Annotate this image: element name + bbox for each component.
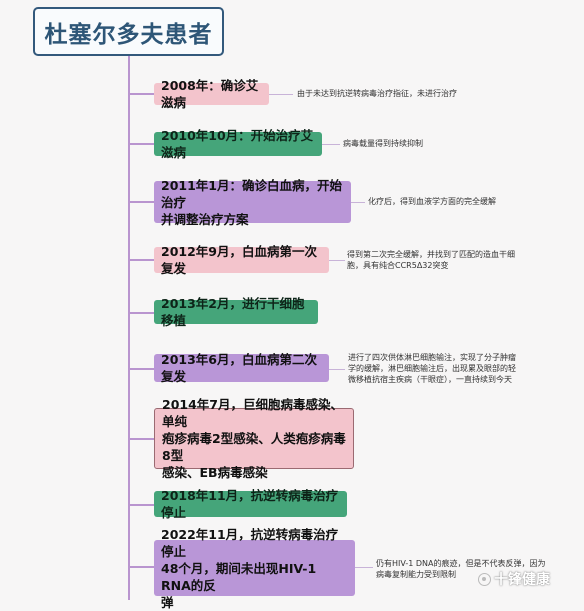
event-2011-note: 化疗后，得到血液学方面的完全缓解 <box>368 197 496 206</box>
branch-line <box>128 566 154 568</box>
branch-line <box>128 259 154 261</box>
event-2011-label: 2011年1月：确诊白血病，开始治疗 并调整治疗方案 <box>161 177 342 227</box>
event-2012-label: 2012年9月，白血病第一次复发 <box>161 244 317 276</box>
branch-line <box>128 438 154 440</box>
event-2014: 2014年7月，巨细胞病毒感染、单纯 疱疹病毒2型感染、人类疱疹病毒8型 感染、… <box>154 397 354 480</box>
event-2008-note: 由于未达到抗逆转病毒治疗指征，未进行治疗 <box>297 89 457 98</box>
event-2022-note: 仍有HIV-1 DNA的痕迹，但是不代表反弹，因为 病毒复制能力受到限制 <box>376 559 546 579</box>
event-2012: 2012年9月，白血病第一次复发 <box>154 244 329 276</box>
watermark-text: 十锋健康 <box>494 572 550 588</box>
event-2018-label: 2018年11月，抗逆转病毒治疗停止 <box>161 488 339 520</box>
event-2010-label: 2010年10月：开始治疗艾滋病 <box>161 128 314 160</box>
branch-line <box>128 201 154 203</box>
event-2014-label: 2014年7月，巨细胞病毒感染、单纯 疱疹病毒2型感染、人类疱疹病毒8型 感染、… <box>162 397 346 480</box>
branch-line <box>128 312 154 314</box>
event-2018: 2018年11月，抗逆转病毒治疗停止 <box>154 488 347 520</box>
event-2013-jun: 2013年6月，白血病第二次复发 <box>154 352 329 384</box>
branch-line <box>128 504 154 506</box>
timeline-trunk <box>128 56 130 600</box>
event-2013-jun-label: 2013年6月，白血病第二次复发 <box>161 352 317 384</box>
event-2022-label: 2022年11月，抗逆转病毒治疗停止 48个月，期间未出现HIV-1 RNA的反… <box>161 526 339 610</box>
note-connector <box>351 202 365 203</box>
branch-line <box>128 143 154 145</box>
event-2013-feb-label: 2013年2月，进行干细胞移植 <box>161 296 305 328</box>
diagram-title: 杜塞尔多夫患者 <box>33 7 224 56</box>
watermark: 十锋健康 <box>478 569 550 589</box>
event-2013-feb: 2013年2月，进行干细胞移植 <box>154 296 318 328</box>
event-2013-jun-note: 进行了四次供体淋巴细胞输注，实现了分子肿瘤 学的缓解，淋巴细胞输注后，出现累及眼… <box>348 353 516 384</box>
branch-line <box>128 368 154 370</box>
note-connector <box>329 369 345 370</box>
event-2010: 2010年10月：开始治疗艾滋病 <box>154 128 322 160</box>
event-2010-note: 病毒载量得到持续抑制 <box>343 139 423 148</box>
event-2012-note: 得到第二次完全缓解，并找到了匹配的造血干细 胞，具有纯合CCR5Δ32突变 <box>347 250 515 270</box>
event-2022: 2022年11月，抗逆转病毒治疗停止 48个月，期间未出现HIV-1 RNA的反… <box>154 527 355 610</box>
event-2008: 2008年：确诊艾滋病 <box>154 78 269 110</box>
note-connector <box>322 144 340 145</box>
note-connector <box>329 260 345 261</box>
event-2011: 2011年1月：确诊白血病，开始治疗 并调整治疗方案 <box>154 178 351 227</box>
note-connector <box>269 94 293 95</box>
branch-line <box>128 93 154 95</box>
note-connector <box>355 567 373 568</box>
watermark-logo-icon <box>478 572 491 586</box>
event-2008-label: 2008年：确诊艾滋病 <box>161 78 259 110</box>
